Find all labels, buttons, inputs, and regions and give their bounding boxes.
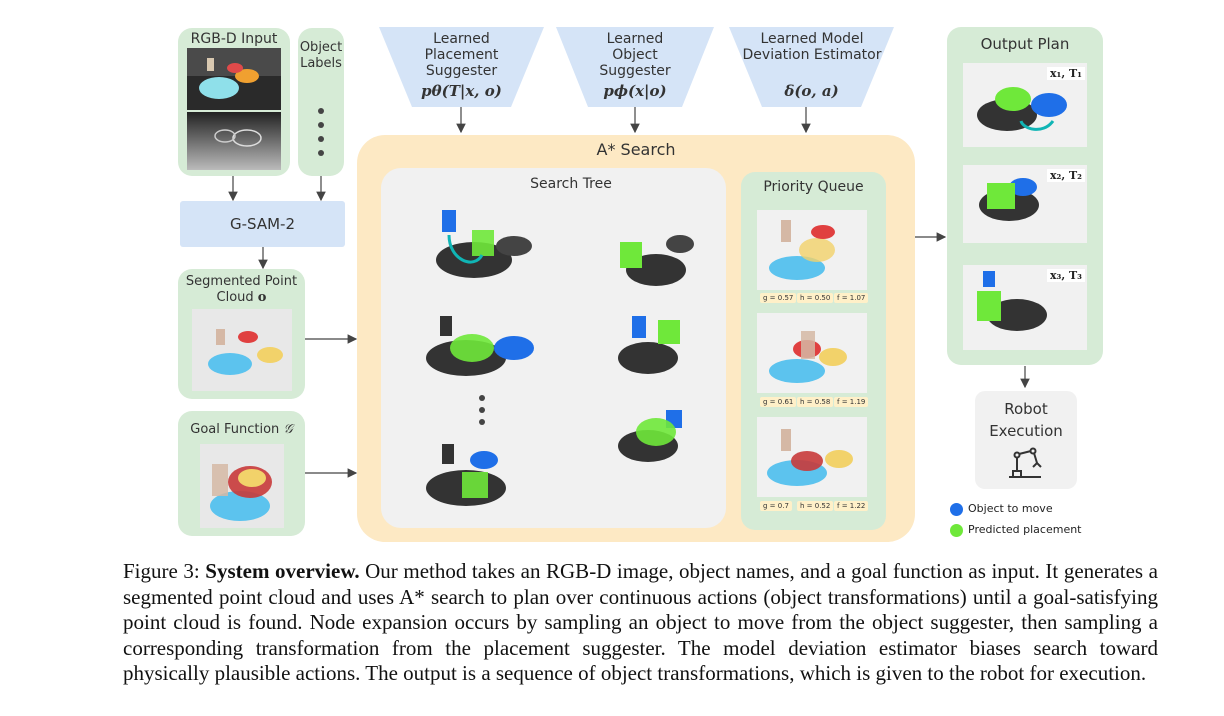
legend-label-object: Object to move: [968, 502, 1053, 515]
output-step-2-label: x₂, T₂: [1046, 169, 1085, 182]
tree-node-middle: [414, 298, 544, 386]
legend-swatch-green: [950, 524, 963, 537]
priority-queue-title: Priority Queue: [763, 179, 864, 195]
deviation-estimator: Learned Model Deviation Estimator δ(o, a…: [729, 27, 894, 107]
legend-label-placement: Predicted placement: [968, 523, 1082, 536]
object-suggester: Learned Object Suggester pϕ(x|o): [556, 27, 714, 107]
figure-caption: Figure 3: System overview. Our method ta…: [123, 559, 1158, 687]
robot-execution-box: Robot Execution: [975, 391, 1077, 489]
ellipsis-dots-icon: [318, 108, 324, 156]
rgbd-input-label: RGB-D Input: [190, 31, 278, 47]
output-step-2: x₂, T₂: [963, 165, 1087, 243]
goal-scene-icon: [210, 464, 272, 521]
deviation-estimator-formula: δ(o, a): [784, 82, 839, 100]
trapezoid-shape: [729, 27, 894, 107]
robot-execution-label: Robot Execution: [989, 400, 1063, 440]
trapezoid-shape: [379, 27, 544, 107]
tree-node-bottom: [414, 432, 544, 520]
object-labels-label: Object Labels: [299, 40, 343, 71]
queue-scene-icon: [769, 331, 847, 383]
search-tree-title: Search Tree: [530, 176, 612, 192]
segmented-cloud-box: Segmented Point Cloud o: [178, 269, 305, 399]
rgbd-input-box: RGB-D Input: [178, 28, 290, 176]
tree-scene-icon: [436, 210, 532, 278]
caption-text: Our method takes an RGB-D image, object …: [123, 559, 1158, 685]
depth-scene-icon: [214, 129, 262, 147]
tree-scene-icon: [620, 235, 694, 286]
output-step-3-label: x₃, T₃: [1046, 269, 1085, 282]
output-step-3: x₃, T₃: [963, 265, 1087, 350]
tree-child-1: [602, 212, 698, 296]
queue-score-g-3: g = 0.7: [760, 501, 792, 511]
deviation-estimator-title: Learned Model Deviation Estimator: [742, 31, 882, 63]
placement-suggester: Learned Placement Suggester pθ(T|x, o): [379, 27, 544, 107]
object-suggester-formula: pϕ(x|o): [603, 82, 667, 100]
tree-ellipsis-icon: [479, 395, 485, 425]
gsam-box: G-SAM-2: [180, 201, 345, 247]
legend-swatch-blue: [950, 503, 963, 516]
placement-suggester-title: Learned Placement Suggester: [424, 31, 499, 79]
tree-scene-icon: [426, 444, 506, 506]
queue-item-3: [757, 417, 867, 497]
tree-child-2: [602, 302, 698, 386]
tree-scene-icon: [618, 410, 682, 462]
output-step-1-label: x₁, T₁: [1046, 67, 1085, 80]
tree-scene-icon: [618, 316, 680, 374]
queue-item-2: [757, 313, 867, 393]
queue-scene-icon: [769, 220, 835, 280]
caption-figure-number: Figure 3:: [123, 559, 200, 583]
rgb-scene-icon: [187, 48, 281, 99]
object-labels-box: Object Labels: [298, 28, 344, 176]
queue-score-h-3: h = 0.52: [797, 501, 834, 511]
depth-image: [187, 112, 281, 170]
queue-score-g-1: g = 0.57: [760, 293, 797, 303]
rgb-image: [187, 48, 281, 110]
placement-suggester-formula: pθ(T|x, o): [421, 82, 502, 100]
queue-score-h-1: h = 0.50: [797, 293, 834, 303]
legend: Object to move Predicted placement: [950, 500, 1130, 540]
object-suggester-title: Learned Object Suggester: [599, 31, 671, 79]
segmented-cloud-label: Segmented Point Cloud o: [178, 274, 305, 306]
goal-function-text: Goal Function: [190, 422, 280, 437]
goal-function-box: Goal Function 𝒢: [178, 411, 305, 536]
astar-search-title: A* Search: [596, 140, 676, 159]
tree-scene-icon: [426, 316, 534, 376]
tree-node-root: [414, 200, 544, 288]
queue-score-f-1: f = 1.07: [834, 293, 869, 303]
goal-function-symbol: 𝒢: [283, 422, 293, 437]
segmented-cloud-image: [192, 309, 292, 391]
goal-function-image: [200, 444, 284, 528]
segmented-cloud-text: Segmented Point Cloud: [185, 274, 298, 305]
segmented-scene-icon: [208, 329, 283, 375]
queue-item-1: [757, 210, 867, 290]
queue-score-g-2: g = 0.61: [760, 397, 797, 407]
queue-score-f-2: f = 1.19: [834, 397, 869, 407]
queue-score-h-2: h = 0.58: [797, 397, 834, 407]
caption-bold-title: System overview.: [205, 559, 360, 583]
tree-child-3: [602, 392, 698, 472]
output-scene-icon: [977, 271, 1047, 331]
output-plan-title: Output Plan: [980, 35, 1070, 53]
segmented-cloud-symbol: o: [257, 290, 267, 305]
goal-function-label: Goal Function 𝒢: [178, 422, 305, 438]
robot-arm-icon: [1009, 447, 1042, 478]
gsam-label: G-SAM-2: [230, 215, 295, 233]
output-step-1: x₁, T₁: [963, 63, 1087, 147]
trapezoid-shape: [556, 27, 714, 107]
output-scene-icon: [979, 178, 1039, 221]
queue-score-f-3: f = 1.22: [834, 501, 869, 511]
queue-scene-icon: [767, 429, 853, 486]
output-scene-icon: [977, 87, 1067, 131]
